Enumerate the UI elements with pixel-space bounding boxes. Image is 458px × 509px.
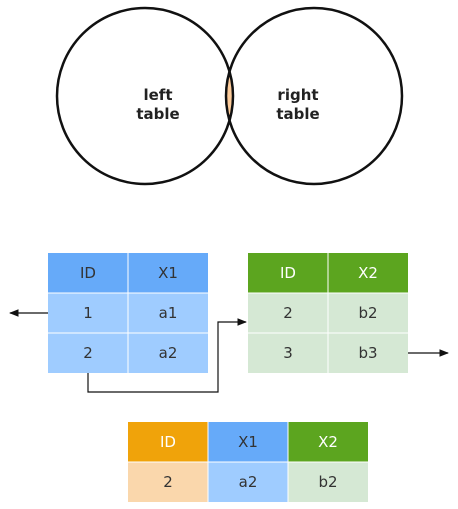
left-circle: [55, 6, 235, 186]
left-table-cell: [128, 293, 208, 333]
left-table: ID X1 1 a1 2 a2: [48, 253, 208, 373]
result-table-header-cell: [208, 422, 288, 462]
right-circle-label-line1: right: [277, 86, 318, 104]
right-table-header-cell: [328, 253, 408, 293]
left-table-header-cell: [128, 253, 208, 293]
result-table-header-id: ID: [160, 433, 176, 451]
left-table-header-id: ID: [80, 264, 96, 282]
result-table-header-x1: X1: [238, 433, 258, 451]
result-table-header-x2: X2: [318, 433, 338, 451]
right-table-row2-id: 3: [283, 344, 293, 362]
right-table: ID X2 2 b2 3 b3: [248, 253, 408, 373]
left-table-row2-id: 2: [83, 344, 93, 362]
right-circle: [224, 6, 404, 186]
right-table-cell: [328, 333, 408, 373]
result-table-cell: [288, 462, 368, 502]
right-table-header-x2: X2: [358, 264, 378, 282]
right-table-header-id: ID: [280, 264, 296, 282]
left-table-header-cell: [48, 253, 128, 293]
left-table-cell: [48, 293, 128, 333]
left-table-row1-id: 1: [83, 304, 93, 322]
result-table: ID X1 X2 2 a2 b2: [128, 422, 368, 502]
arrows: [9, 309, 449, 393]
venn-diagram: left table right table: [55, 6, 404, 186]
left-circle-label-line1: left: [143, 86, 172, 104]
result-table-row1-x1: a2: [239, 473, 258, 491]
left-table-header-x1: X1: [158, 264, 178, 282]
left-table-row1-x1: a1: [159, 304, 178, 322]
result-table-cell: [208, 462, 288, 502]
result-table-cell: [128, 462, 208, 502]
right-table-header-cell: [248, 253, 328, 293]
result-table-row1-x2: b2: [318, 473, 337, 491]
left-table-cell: [48, 333, 128, 373]
left-circle-label-line2: table: [136, 105, 179, 123]
right-circle-label-line2: table: [276, 105, 319, 123]
result-table-row1-id: 2: [163, 473, 173, 491]
right-table-row1-x2: b2: [358, 304, 377, 322]
right-table-row1-id: 2: [283, 304, 293, 322]
right-table-cell: [248, 293, 328, 333]
right-table-cell: [248, 333, 328, 373]
left-table-row2-x1: a2: [159, 344, 178, 362]
result-table-header-cell: [288, 422, 368, 462]
join-connector-arrow-icon: [87, 318, 247, 393]
right-table-row2-x2: b3: [358, 344, 377, 362]
result-table-header-cell: [128, 422, 208, 462]
left-table-cell: [128, 333, 208, 373]
right-table-cell: [328, 293, 408, 333]
